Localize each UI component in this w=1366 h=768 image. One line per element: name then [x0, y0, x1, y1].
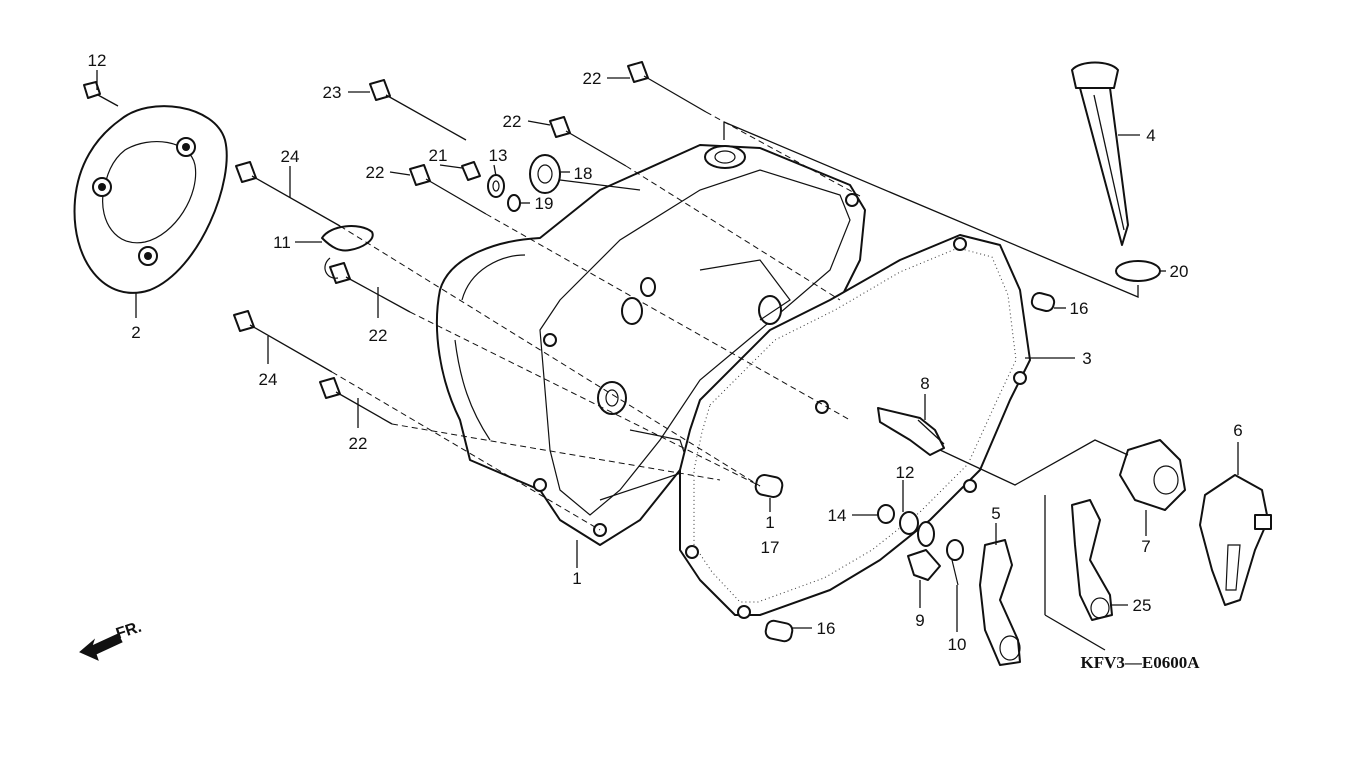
callout-4: 4	[1146, 126, 1155, 145]
bolt-22-top	[627, 61, 707, 113]
callout-22-lower: 22	[369, 326, 388, 345]
spring-10	[946, 539, 964, 586]
lever-6	[1199, 474, 1272, 606]
plate-7	[1119, 439, 1186, 511]
callout-11: 11	[273, 233, 291, 252]
oring-19	[507, 194, 521, 212]
bolt-22-mid	[549, 116, 627, 167]
callout-15: 14	[828, 506, 847, 525]
front-direction-indicator: FR.	[79, 619, 144, 661]
bolt-24-top	[235, 161, 341, 227]
callout-18: 18	[574, 164, 593, 183]
bolt-22-bottom	[319, 377, 393, 425]
callout-5: 5	[991, 504, 1000, 523]
front-label: FR.	[114, 619, 144, 643]
callout-10: 10	[948, 635, 967, 654]
callout-1-cover: 1	[572, 569, 581, 588]
callout-25: 25	[1133, 596, 1152, 615]
callout-13: 12	[896, 463, 915, 482]
dowel-16-lower	[764, 619, 794, 643]
callout-7: 7	[1141, 537, 1150, 556]
callout-22-mid: 22	[503, 112, 522, 131]
callout-12: 12	[88, 51, 107, 70]
bolt-23	[369, 79, 467, 141]
callout-22-bottom: 22	[349, 434, 368, 453]
front-arrow-icon	[79, 633, 123, 661]
shaft-8	[877, 407, 945, 456]
callout-22-top: 22	[583, 69, 602, 88]
callout-24-bottom: 24	[259, 370, 278, 389]
callout-17: 17	[761, 538, 780, 557]
callout-1-collar: 1	[765, 513, 774, 532]
bolt-22-left	[409, 164, 487, 215]
callout-leaders	[96, 70, 1239, 632]
callout-9: 9	[915, 611, 924, 630]
callout-labels: 12 2 23 22 22 22 24 11 22 24 22 21 13 18…	[88, 51, 1243, 654]
gasket	[679, 234, 1031, 619]
nut-21	[461, 161, 481, 181]
collar-17	[754, 474, 784, 498]
callout-16-upper: 16	[1070, 299, 1089, 318]
oring-20	[1115, 260, 1161, 282]
dipstick	[1071, 61, 1129, 246]
callout-21: 21	[429, 146, 448, 165]
callout-16-lower: 16	[817, 619, 836, 638]
callout-24-top: 24	[281, 147, 300, 166]
callout-2: 2	[131, 323, 140, 342]
callout-22-left: 22	[366, 163, 385, 182]
guide-lines	[331, 111, 1139, 651]
diagram-code: KFV3—E0600A	[1081, 653, 1201, 672]
washer-13	[899, 511, 919, 535]
callout-19: 19	[535, 194, 554, 213]
callout-3: 3	[1082, 349, 1091, 368]
spring-9	[907, 521, 941, 581]
seal-18	[529, 154, 561, 194]
callout-14: 13	[489, 146, 508, 165]
arm-5	[979, 539, 1021, 666]
bolt-12	[83, 81, 119, 107]
arm-25	[1071, 499, 1113, 621]
clip-15	[877, 504, 895, 524]
bolt-24-bottom	[233, 310, 333, 373]
bolt-22-lower	[329, 262, 411, 313]
callout-20: 20	[1170, 262, 1189, 281]
dowel-16-upper	[1030, 291, 1056, 313]
cover-plate	[73, 105, 228, 294]
callout-23: 23	[323, 83, 342, 102]
callout-6: 6	[1233, 421, 1242, 440]
washer-14	[487, 174, 505, 198]
callout-8: 8	[920, 374, 929, 393]
